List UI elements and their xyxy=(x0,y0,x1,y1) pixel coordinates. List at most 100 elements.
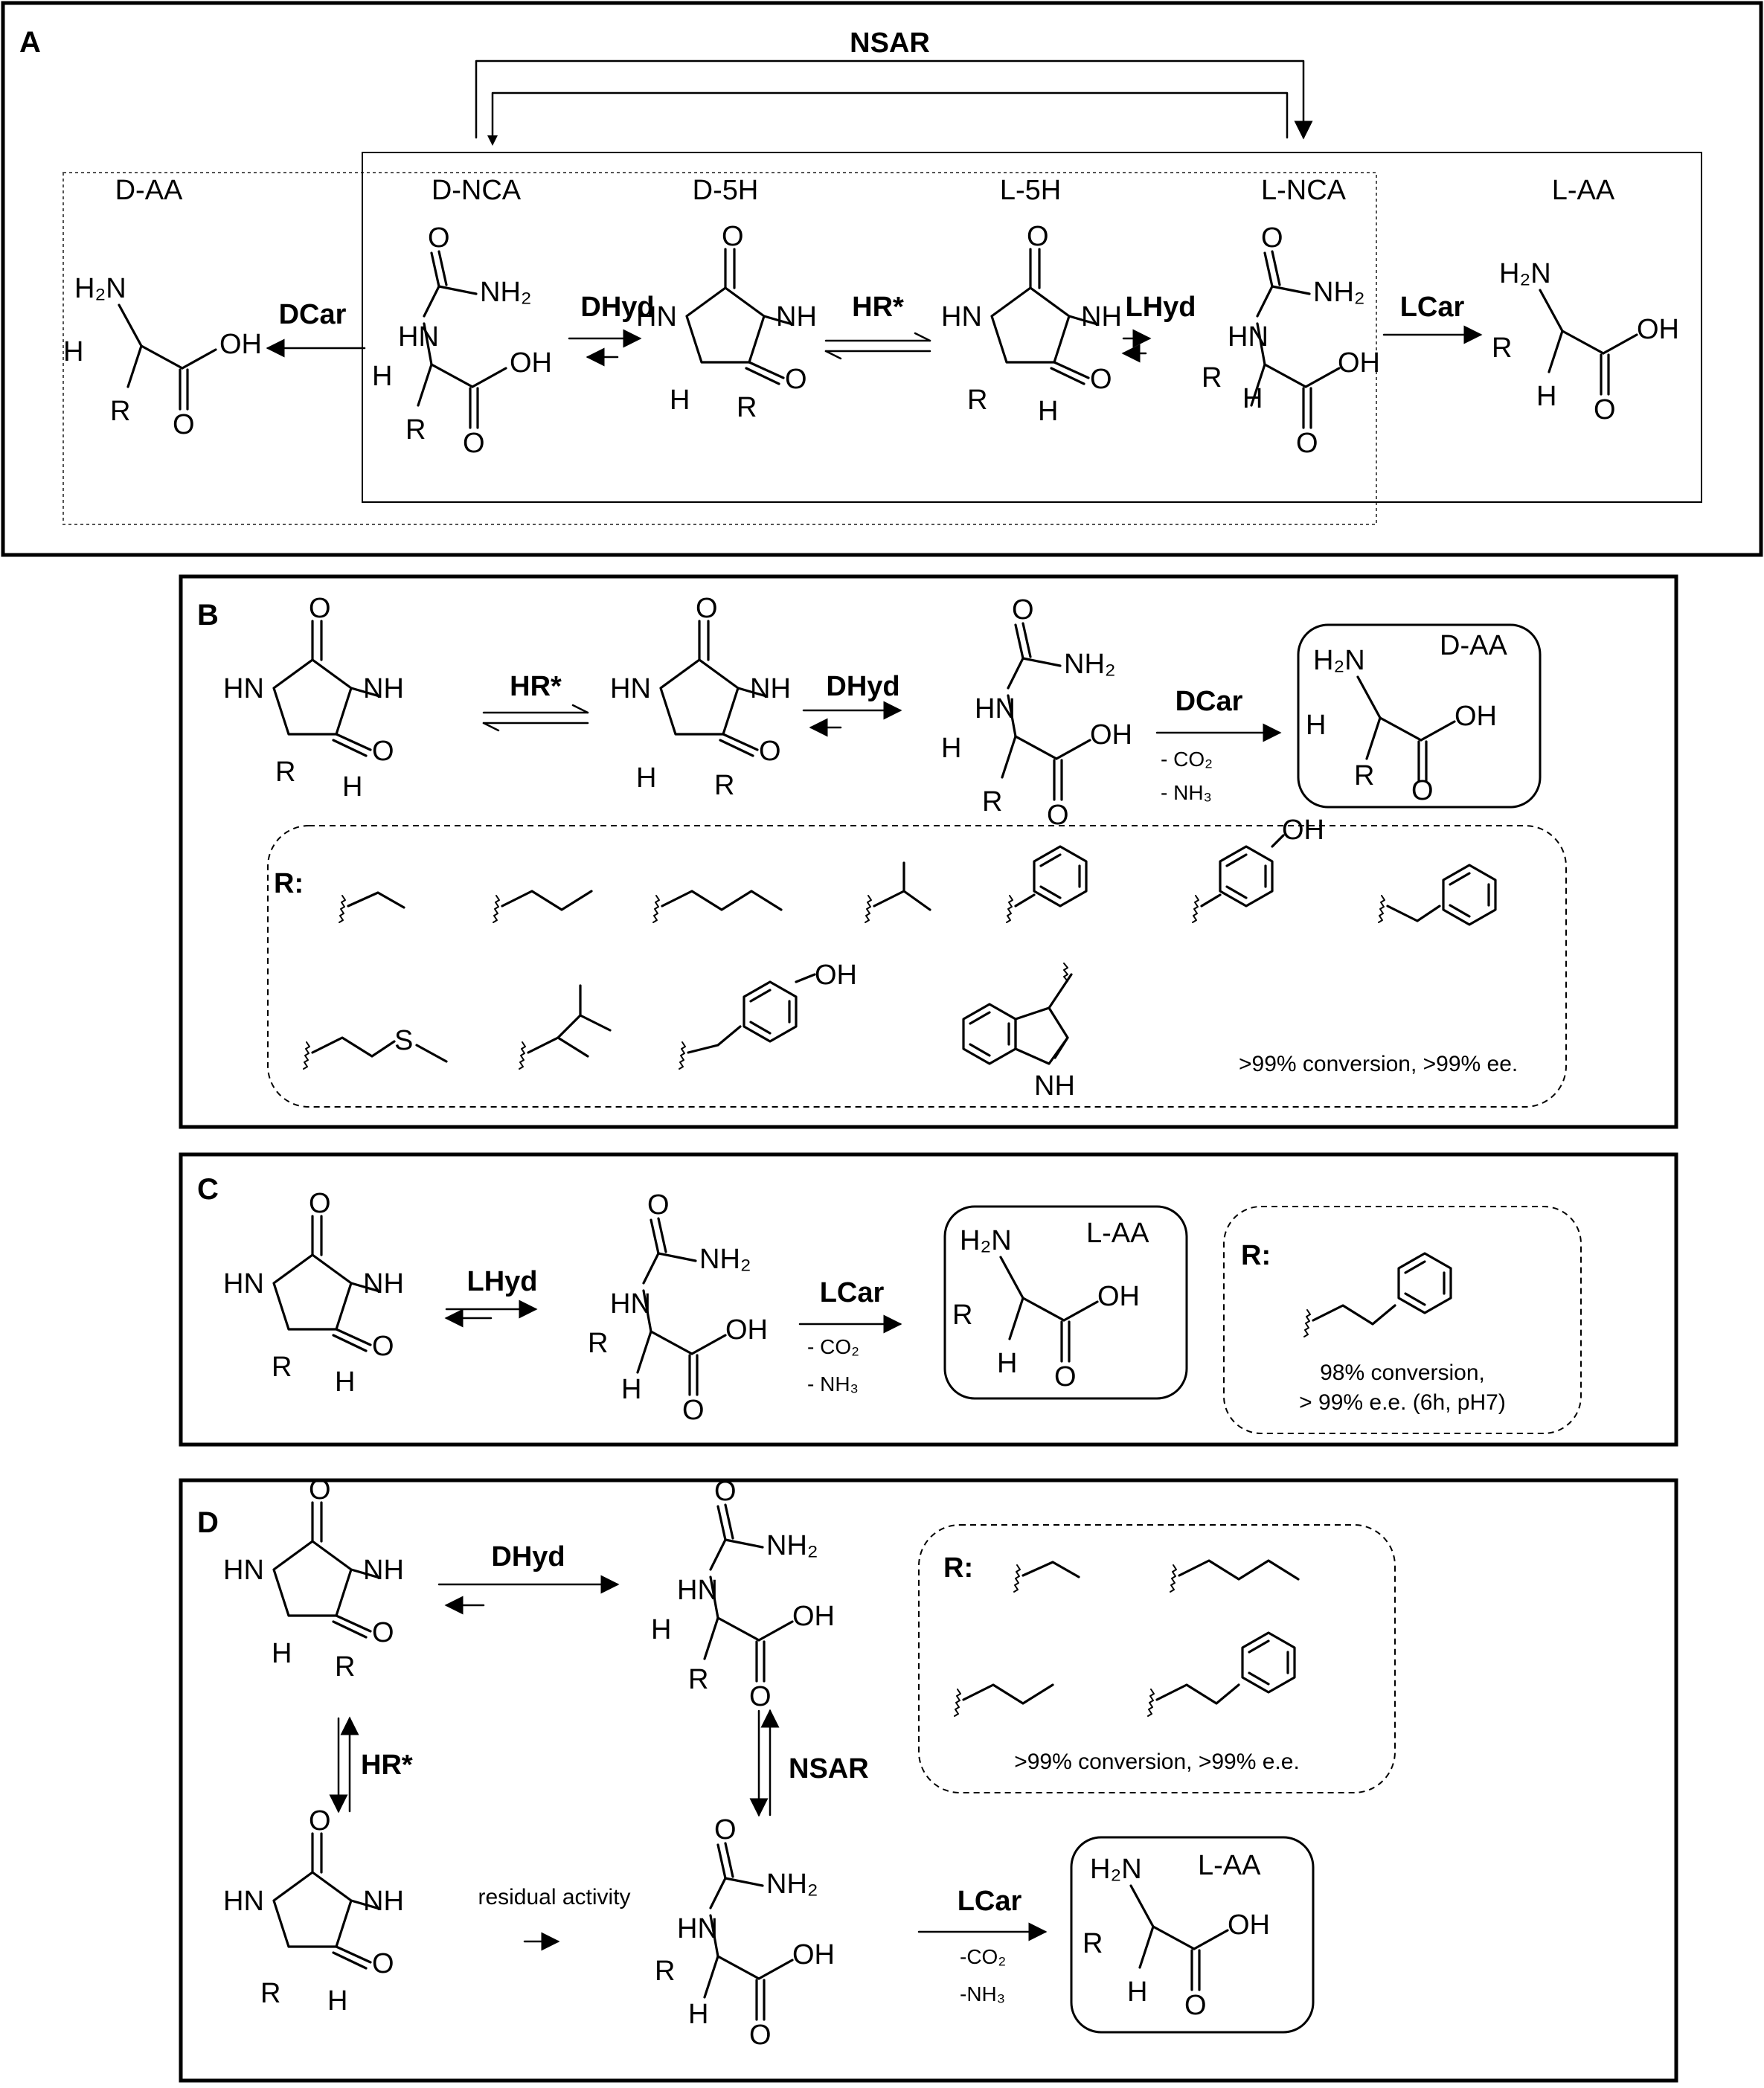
d-l-aa-structure: H₂N OH O R H xyxy=(1083,1854,1270,2021)
b-l-hydantoin: O HN NH O R H xyxy=(223,593,404,803)
atom-nh2: NH₂ xyxy=(766,1869,818,1900)
c-product-label: L-AA xyxy=(1086,1218,1149,1249)
atom-o: O xyxy=(1594,394,1616,425)
atom-hn: HN xyxy=(1228,321,1269,353)
atom-oh: OH xyxy=(792,1601,835,1632)
c-carbamoyl: HN NH₂ O OH O R H xyxy=(588,1189,768,1426)
byproduct-co2-d: -CO₂ xyxy=(960,1945,1006,1968)
panel-c: C O HN NH O R H LHyd HN NH₂ O OH O R H L… xyxy=(179,1152,1678,1447)
atom-r: R xyxy=(737,392,757,423)
enzyme-dhyd-a: DHyd xyxy=(580,292,654,323)
atom-h: H xyxy=(372,361,392,392)
atom-o: O xyxy=(309,593,331,624)
b-result: >99% conversion, >99% ee. xyxy=(1239,1052,1518,1076)
enzyme-hr-d: HR* xyxy=(361,1750,413,1781)
atom-nh: NH xyxy=(1034,1070,1075,1102)
panel-a: A NSAR D-AA D-NCA D-5H L-5H L-NCA L-AA H… xyxy=(1,1,1763,557)
atom-o: O xyxy=(463,428,485,459)
atom-h: H xyxy=(1242,383,1263,414)
r-isobutyl xyxy=(519,984,612,1070)
atom-h: H xyxy=(670,385,690,416)
r-phenethyl xyxy=(1303,1252,1452,1337)
c-r-label: R: xyxy=(1241,1240,1271,1271)
atom-o: O xyxy=(1090,364,1112,395)
enzyme-hr-a: HR* xyxy=(852,292,904,323)
atom-o: O xyxy=(372,736,394,767)
r-4-hydroxybenzyl: OH xyxy=(679,960,857,1070)
atom-r: R xyxy=(952,1300,972,1331)
atom-hn: HN xyxy=(223,1268,264,1300)
atom-o: O xyxy=(714,1476,737,1507)
atom-o: O xyxy=(682,1395,705,1426)
d-d-carbamoyl: HN NH₂ O OH O H R xyxy=(651,1476,835,1712)
hr-arrow-fwd-head xyxy=(914,332,931,342)
atom-oh: OH xyxy=(219,329,262,360)
b-product-box xyxy=(1297,623,1542,809)
atom-oh: OH xyxy=(792,1939,835,1970)
panel-b-frame xyxy=(179,574,1678,1129)
d-aa-structure: H₂N OH O H R xyxy=(63,273,262,440)
atom-nh2: NH₂ xyxy=(1064,649,1116,680)
enzyme-lhyd-a: LHyd xyxy=(1126,292,1196,323)
atom-hn: HN xyxy=(223,1555,264,1586)
nsar-label: NSAR xyxy=(850,28,930,59)
atom-hn: HN xyxy=(223,1886,264,1917)
d-d-hydantoin: O HN NH O H R xyxy=(223,1474,404,1683)
atom-r: R xyxy=(982,786,1002,817)
atom-o: O xyxy=(696,593,718,624)
atom-h2n: H₂N xyxy=(1090,1854,1142,1885)
atom-h: H xyxy=(1127,1976,1147,2008)
atom-hn: HN xyxy=(610,673,651,704)
atom-o: O xyxy=(1411,775,1434,806)
atom-h: H xyxy=(1038,396,1058,427)
nsar-arrowhead-left xyxy=(487,135,498,146)
d-l-hydantoin: O HN NH O R H xyxy=(223,1805,404,2017)
c-result-1: 98% conversion, xyxy=(1320,1361,1485,1385)
atom-o: O xyxy=(1012,594,1034,626)
atom-h2n: H₂N xyxy=(960,1225,1012,1256)
atom-nh: NH xyxy=(363,1268,404,1300)
atom-h: H xyxy=(63,336,83,367)
atom-oh: OH xyxy=(725,1314,768,1346)
atom-h: H xyxy=(941,733,961,764)
atom-r: R xyxy=(1492,333,1512,364)
atom-o: O xyxy=(309,1474,331,1506)
panel-d-label: D xyxy=(197,1506,219,1539)
atom-r: R xyxy=(688,1664,708,1695)
atom-oh: OH xyxy=(1090,719,1132,751)
species-l-aa: L-AA xyxy=(1552,175,1615,206)
d-result: >99% conversion, >99% e.e. xyxy=(1014,1750,1300,1774)
atom-h: H xyxy=(636,762,656,794)
hr-arrow-rev-head xyxy=(824,350,842,360)
species-d-5h: D-5H xyxy=(693,175,759,206)
atom-hn: HN xyxy=(610,1288,651,1320)
atom-hn: HN xyxy=(677,1913,718,1944)
atom-h: H xyxy=(335,1366,355,1398)
r-phenyl xyxy=(1006,845,1088,923)
atom-oh: OH xyxy=(1097,1281,1140,1312)
c-r-box xyxy=(1223,1206,1582,1434)
atom-r: R xyxy=(1083,1928,1103,1959)
enzyme-nsar-d: NSAR xyxy=(789,1753,869,1785)
b-hr-rev-head xyxy=(482,722,500,732)
r-propyl-d xyxy=(954,1683,1054,1717)
atom-nh: NH xyxy=(750,673,791,704)
atom-hn: HN xyxy=(975,693,1016,725)
r-benzyl xyxy=(1378,864,1497,926)
atom-o: O xyxy=(372,1617,394,1648)
atom-o: O xyxy=(372,1948,394,1979)
r-methylthioethyl: S xyxy=(303,1025,448,1070)
byproduct-nh3-d: -NH₃ xyxy=(960,1982,1005,2005)
atom-h: H xyxy=(997,1348,1017,1379)
atom-nh: NH xyxy=(776,301,817,333)
atom-h: H xyxy=(621,1374,641,1405)
atom-o: O xyxy=(722,221,744,252)
d-nca-structure: HN NH₂ O OH O H R xyxy=(372,222,552,459)
enzyme-dhyd-b: DHyd xyxy=(826,671,899,702)
nsar-arrow-inner xyxy=(491,91,1289,139)
atom-hn: HN xyxy=(223,673,264,704)
atom-h: H xyxy=(327,1985,347,2017)
b-hr-fwd-head xyxy=(571,704,589,714)
atom-s: S xyxy=(394,1025,413,1056)
atom-nh2: NH₂ xyxy=(766,1530,818,1561)
